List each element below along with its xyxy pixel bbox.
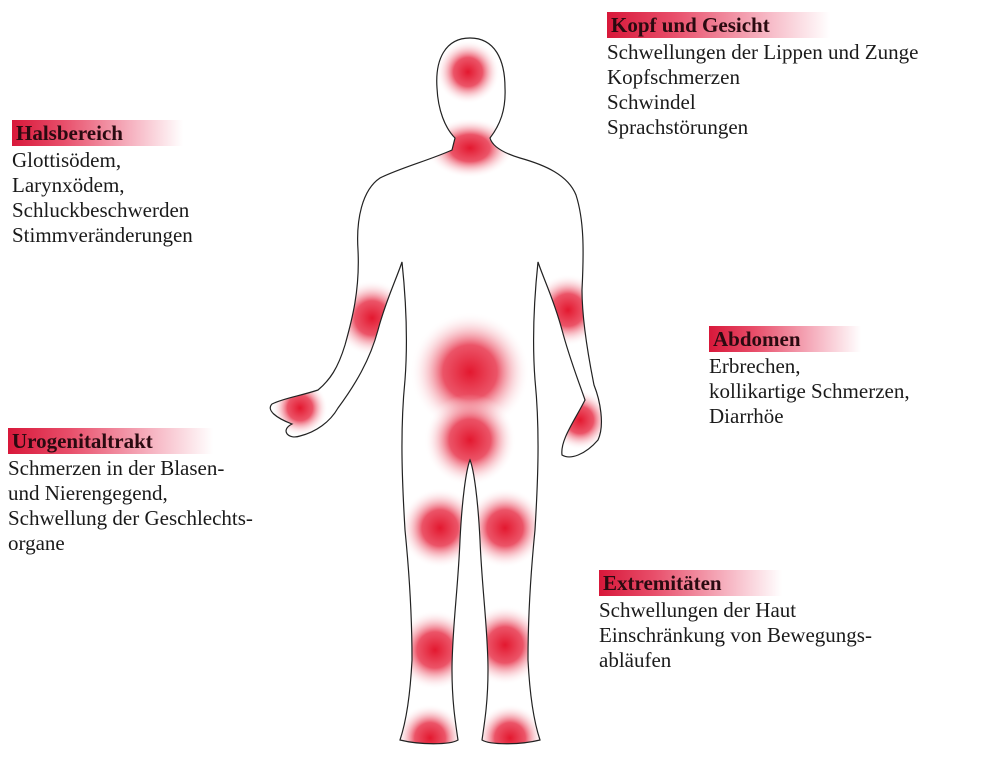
region-title: Urogenitaltrakt <box>8 428 213 454</box>
symptom: Sprachstörungen <box>607 115 918 140</box>
symptom: Stimmveränderungen <box>12 223 193 248</box>
left-arm-spot <box>532 274 604 346</box>
neck-spot <box>426 118 514 178</box>
symptom: Erbrechen, <box>709 354 910 379</box>
right-knee-spot <box>400 488 480 568</box>
region-urogenital: Urogenitaltrakt Schmerzen in der Blasen-… <box>8 428 253 556</box>
symptom: Schwellung der Geschlechts- <box>8 506 253 531</box>
region-extremitaeten: Extremitäten Schwellungen der Haut Einsc… <box>599 570 872 673</box>
symptom: abläufen <box>599 648 872 673</box>
symptom: Schwellungen der Lippen und Zunge <box>607 40 918 65</box>
symptom-list: Schwellungen der Haut Einschränkung von … <box>599 598 872 673</box>
symptom: Schluckbeschwerden <box>12 198 193 223</box>
symptom-list: Glottisödem, Larynxödem, Schluckbeschwer… <box>12 148 193 248</box>
symptom: organe <box>8 531 253 556</box>
symptom: Diarrhöe <box>709 404 910 429</box>
symptom: Einschränkung von Bewegungs- <box>599 623 872 648</box>
left-shin-spot <box>465 605 545 685</box>
right-shin-spot <box>395 610 475 690</box>
symptom: und Nierengegend, <box>8 481 253 506</box>
symptom-list: Schwellungen der Lippen und Zunge Kopfsc… <box>607 40 918 140</box>
symptom: Schmerzen in der Blasen- <box>8 456 253 481</box>
affected-area-spots <box>272 40 610 753</box>
symptom-list: Schmerzen in der Blasen- und Nierengegen… <box>8 456 253 556</box>
groin-spot <box>424 394 516 486</box>
symptom: Larynxödem, <box>12 173 193 198</box>
region-abdomen: Abdomen Erbrechen, kollikartige Schmerze… <box>709 326 910 429</box>
symptom: Kopfschmerzen <box>607 65 918 90</box>
region-title: Kopf und Gesicht <box>607 12 830 38</box>
symptom: Schwindel <box>607 90 918 115</box>
region-title: Extremitäten <box>599 570 782 596</box>
symptom: kollikartige Schmerzen, <box>709 379 910 404</box>
symptom: Glottisödem, <box>12 148 193 173</box>
region-title: Abdomen <box>709 326 861 352</box>
symptom: Schwellungen der Haut <box>599 598 872 623</box>
symptom-list: Erbrechen, kollikartige Schmerzen, Diarr… <box>709 354 910 429</box>
region-kopf: Kopf und Gesicht Schwellungen der Lippen… <box>607 12 918 140</box>
region-title: Halsbereich <box>12 120 183 146</box>
region-hals: Halsbereich Glottisödem, Larynxödem, Sch… <box>12 120 193 248</box>
